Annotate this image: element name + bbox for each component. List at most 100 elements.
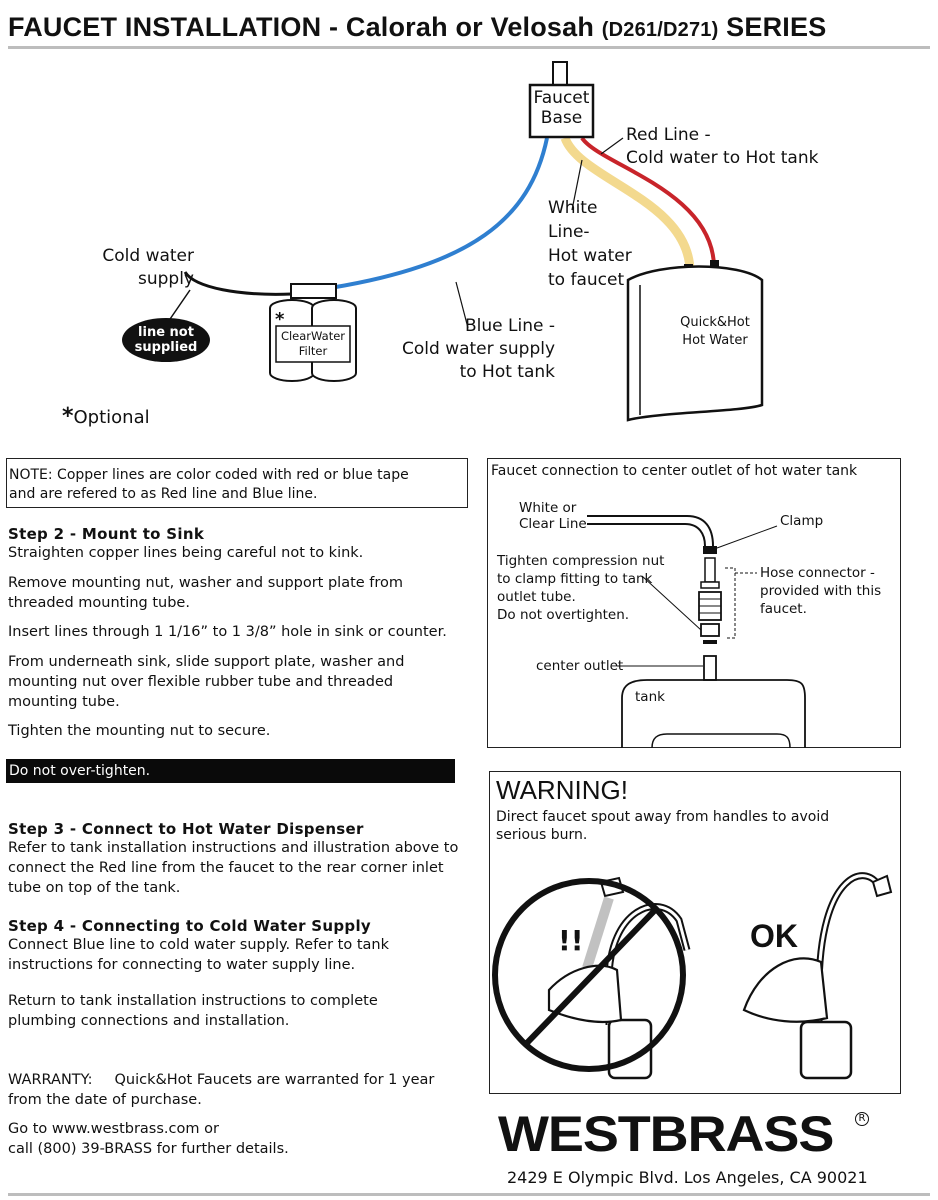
right-faucet-base <box>799 1020 853 1080</box>
cold-supply-label: Cold water supply <box>98 245 194 291</box>
line-not-supplied-1: line not <box>138 325 194 340</box>
warranty-line-1: WARRANTY: Quick&Hot Faucets are warranted… <box>8 1070 478 1090</box>
ferrule <box>703 640 717 644</box>
blue-line-label-3: to Hot tank <box>459 362 555 382</box>
step-2-p5: Tighten the mounting nut to secure. <box>8 723 271 739</box>
filter-head <box>290 283 337 299</box>
faucet-base-label: Faucet Base <box>530 88 593 128</box>
step-4-line-1: Connect Blue line to cold water supply. … <box>8 937 389 953</box>
step-4-return-1: Return to tank installation instructions… <box>8 993 378 1009</box>
filter-label-box <box>275 325 351 363</box>
step-3-heading: Step 3 - Connect to Hot Water Dispenser <box>8 820 364 838</box>
tank-outlet-tube <box>703 655 717 681</box>
page-title: FAUCET INSTALLATION - Calorah or Velosah… <box>8 12 826 43</box>
optional-note: *Optional <box>62 404 150 429</box>
red-line <box>580 136 716 267</box>
step-4-section: Step 4 - Connecting to Cold Water Supply… <box>8 917 478 1031</box>
step-4-line-2: instructions for connecting to water sup… <box>8 957 356 973</box>
warranty-line-2: from the date of purchase. <box>8 1092 202 1108</box>
warning-heading: WARNING! <box>496 775 628 805</box>
prohibition-circle <box>492 878 686 1072</box>
right-faucet-tip <box>871 874 893 898</box>
faucet-base-box <box>528 83 595 139</box>
prohibition-slash <box>522 905 660 1048</box>
title-model: (D261/D271) <box>601 19 719 41</box>
step-2-p4-3: mounting tube. <box>8 694 120 710</box>
red-line-label-2: Cold water to Hot tank <box>626 148 819 168</box>
note-line-1: NOTE: Copper lines are color coded with … <box>9 467 409 483</box>
plumbing-diagram <box>122 61 764 422</box>
ok-label: OK <box>750 918 798 954</box>
cold-supply-line <box>183 271 293 296</box>
blue-line-label: Blue Line - Cold water supply to Hot tan… <box>402 315 555 384</box>
compression-nut <box>700 623 720 637</box>
leader-red-line <box>600 137 624 155</box>
clamp <box>703 546 717 554</box>
step-3-section: Step 3 - Connect to Hot Water Dispenser … <box>8 820 478 898</box>
conn-center-outlet-label: center outlet <box>536 658 624 674</box>
note-box: NOTE: Copper lines are color coded with … <box>6 458 468 508</box>
contact-line-2: call (800) 39-BRASS for further details. <box>8 1141 289 1157</box>
tank-top <box>621 679 806 748</box>
conn-tighten-1: Tighten compression nut <box>497 553 665 569</box>
conn-hose-label: Hose connector - provided with this fauc… <box>760 564 881 618</box>
blue-line <box>329 137 549 290</box>
faucet-spout-stub <box>552 61 568 87</box>
bottom-divider <box>8 1193 930 1196</box>
tank-label-1: Quick&Hot <box>680 315 750 330</box>
step-2-p1: Straighten copper lines being careful no… <box>8 545 364 561</box>
leader-white-line <box>571 159 583 211</box>
conn-hose-2: provided with this <box>760 583 882 599</box>
hose-bracket <box>725 567 736 639</box>
tank-label-2: Hot Water <box>682 333 748 348</box>
optional-star: * <box>62 404 74 429</box>
hand-left <box>547 964 623 1024</box>
conn-white-line-1: White or <box>519 500 577 516</box>
white-line-label-2: Line- <box>548 222 590 242</box>
white-line-label-4: to faucet <box>548 270 625 290</box>
contact-line-1: Go to www.westbrass.com or <box>8 1121 219 1137</box>
warranty-section: WARRANTY: Quick&Hot Faucets are warranted… <box>8 1070 478 1159</box>
step-3-line-3: tube on top of the tank. <box>8 880 181 896</box>
step-2-p2-1: Remove mounting nut, washer and support … <box>8 575 404 591</box>
conn-white-line-2: Clear Line <box>519 516 587 532</box>
warning-illustration <box>492 872 893 1080</box>
westbrass-logo: WESTBRASS <box>498 1106 834 1162</box>
hand-right <box>742 957 829 1023</box>
red-line-label-1: Red Line - <box>626 125 711 145</box>
warning-exclaim: !! <box>558 924 584 957</box>
note-line-2: and are refered to as Red line and Blue … <box>9 486 318 502</box>
filter-star: * <box>275 309 285 330</box>
tube-outer-bottom <box>587 523 706 547</box>
connection-diagram <box>587 515 806 748</box>
optional-text: Optional <box>73 407 150 428</box>
top-divider <box>8 46 930 49</box>
cold-supply-label-1: Cold water <box>102 246 194 266</box>
connection-title: Faucet connection to center outlet of ho… <box>491 463 858 479</box>
filter-label: ClearWater Filter <box>276 329 350 359</box>
line-not-supplied-label: line not supplied <box>122 325 210 355</box>
conn-tank-label: tank <box>635 689 665 705</box>
warranty-text: Quick&Hot Faucets are warranted for 1 ye… <box>114 1072 435 1088</box>
blue-line-label-2: Cold water supply <box>402 339 556 359</box>
step-2-p2-2: threaded mounting tube. <box>8 595 190 611</box>
company-address: 2429 E Olympic Blvd. Los Angeles, CA 900… <box>507 1168 868 1187</box>
line-not-supplied-badge <box>122 318 210 362</box>
step-2-p4-2: mounting nut over flexible rubber tube a… <box>8 674 394 690</box>
tank-panel <box>651 733 791 748</box>
step-2-p3: Insert lines through 1 1/16” to 1 3/8” h… <box>8 624 447 640</box>
step-3-line-1: Refer to tank installation instructions … <box>8 840 459 856</box>
conn-tighten-3: outlet tube. <box>497 589 576 605</box>
warning-text: Direct faucet spout away from handles to… <box>496 808 829 844</box>
leader-line-not-supplied <box>167 289 191 323</box>
warning-box <box>489 771 901 1094</box>
registered-mark: R <box>855 1112 869 1126</box>
step-2-p4: From underneath sink, slide support plat… <box>8 652 478 712</box>
caution-bar: Do not over-tighten. <box>6 759 455 783</box>
conn-white-line-label: White or Clear Line <box>519 500 587 532</box>
hot-water-stream <box>582 896 614 970</box>
line-not-supplied-2: supplied <box>134 340 198 355</box>
step-3-line-2: connect the Red line from the faucet to … <box>8 860 444 876</box>
conn-hose-3: faucet. <box>760 601 807 617</box>
warranty-label: WARRANTY: <box>8 1072 93 1088</box>
